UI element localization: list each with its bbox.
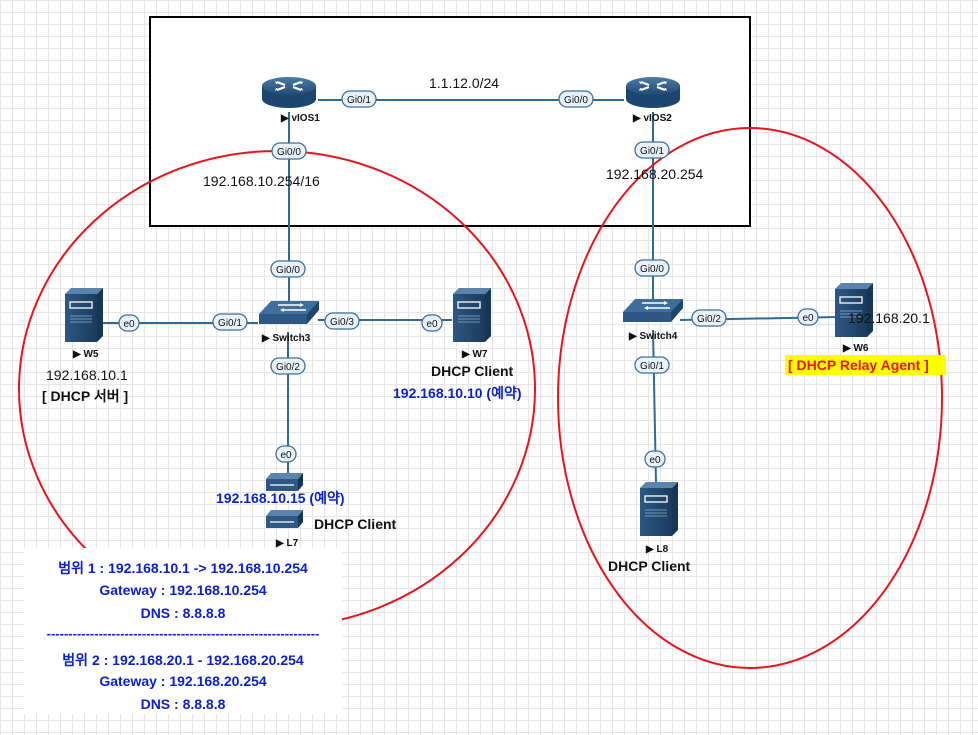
port-sw3-gi02: Gi0/2 [270,357,306,375]
router-vios2[interactable] [624,75,682,110]
w5-label: ▶ W5 [72,349,99,360]
w7-label: ▶ W7 [461,349,488,360]
w6-label: ▶ W6 [842,343,869,354]
svg-text:e0: e0 [649,455,661,466]
port-l8-e0: e0 [644,450,666,468]
svg-text:e0: e0 [280,450,292,461]
switch4-label: ▶ Switch4 [628,331,678,342]
port-sw4-gi02: Gi0/2 [691,309,727,327]
server-w7[interactable] [452,287,492,343]
vios2-ip-label: 192.168.20.254 [606,166,704,182]
server-w5[interactable] [64,287,104,343]
switch3-label: ▶ Switch3 [261,333,311,344]
svg-text:Gi0/1: Gi0/1 [640,361,664,372]
switch3-name: Switch3 [272,333,310,344]
w6-ip-label: 192.168.20.1 [848,310,930,326]
scope1-gateway: Gateway : 192.168.10.254 [99,582,267,598]
w6-name: W6 [853,343,868,354]
scope2-gateway: Gateway : 192.168.20.254 [99,673,267,689]
port-sw3-gi00: Gi0/0 [270,260,306,278]
scope1-dns: DNS : 8.8.8.8 [140,605,226,621]
switch4-device[interactable] [622,298,684,323]
svg-text:Gi0/0: Gi0/0 [640,264,664,275]
l7-label: ▶ L7 [275,538,299,549]
vios1-ip-label: 192.168.10.254/16 [203,173,320,189]
l2-device-l7-body[interactable] [265,509,304,529]
port-vios1-gi01: Gi0/1 [341,90,377,108]
relay-highlight [785,355,946,375]
svg-text:Gi0/3: Gi0/3 [330,317,354,328]
svg-text:Gi0/0: Gi0/0 [277,147,301,158]
port-sw4-gi00: Gi0/0 [634,259,670,277]
w5-ip-label: 192.168.10.1 [46,367,128,383]
w5-name: W5 [83,349,98,360]
port-sw3-gi03: Gi0/3 [324,312,360,330]
core-network-box [149,16,751,227]
port-w6-e0: e0 [797,308,819,326]
svg-text:e0: e0 [123,319,135,330]
lan2-circle [557,127,943,669]
svg-text:Gi0/1: Gi0/1 [347,95,371,106]
router-vios1[interactable] [260,75,318,110]
l8-label: ▶ L8 [645,544,669,555]
svg-text:e0: e0 [426,319,438,330]
scope1-range: 범위 1 : 192.168.10.1 -> 192.168.10.254 [58,560,308,576]
svg-text:Gi0/1: Gi0/1 [218,318,242,329]
l8-role-label: DHCP Client [608,558,691,574]
port-vios2-gi01: Gi0/1 [634,141,670,159]
w7-name: W7 [472,349,487,360]
server-l8[interactable] [639,481,679,537]
port-sw3-gi01: Gi0/1 [212,313,248,331]
l7-role-label: DHCP Client [314,516,397,532]
vios1-label: ▶ vIOS1 [280,113,320,124]
l2-device-l7[interactable] [265,472,304,492]
l7-name: L7 [286,538,298,549]
port-w7-e0: e0 [421,314,443,332]
l7-ip-label: 192.168.10.15 (예약) [216,490,345,506]
vios1-name: vIOS1 [291,113,320,124]
w6-role-label: [ DHCP Relay Agent ] [788,357,929,373]
link-subnet-label: 1.1.12.0/24 [429,75,499,91]
vios2-name: vIOS2 [643,113,672,124]
svg-text:Gi0/0: Gi0/0 [276,265,300,276]
l8-name: L8 [656,544,668,555]
svg-text:Gi0/2: Gi0/2 [697,314,721,325]
scope2-range: 범위 2 : 192.168.20.1 - 192.168.20.254 [62,652,304,668]
scope2-dns: DNS : 8.8.8.8 [140,696,226,712]
svg-text:Gi0/2: Gi0/2 [276,362,300,373]
svg-text:Gi0/0: Gi0/0 [564,95,588,106]
svg-text:Gi0/1: Gi0/1 [640,146,664,157]
port-vios1-gi00: Gi0/0 [271,142,307,160]
vios2-label: ▶ vIOS2 [632,113,672,124]
switch4-name: Switch4 [639,331,677,342]
dhcp-scope-info: 범위 1 : 192.168.10.1 -> 192.168.10.254 Ga… [24,548,342,714]
w5-role-label: [ DHCP 서버 ] [42,388,128,404]
port-vios2-gi00: Gi0/0 [558,90,594,108]
port-w5-e0: e0 [118,314,140,332]
port-l7-e0: e0 [275,445,297,463]
w7-ip-label: 192.168.10.10 (예약) [393,385,522,401]
scope-separator: ----------------------------------------… [46,626,320,641]
switch3-device[interactable] [258,300,320,325]
svg-text:e0: e0 [802,313,814,324]
port-sw4-gi01: Gi0/1 [634,356,670,374]
w7-role-label: DHCP Client [431,363,514,379]
